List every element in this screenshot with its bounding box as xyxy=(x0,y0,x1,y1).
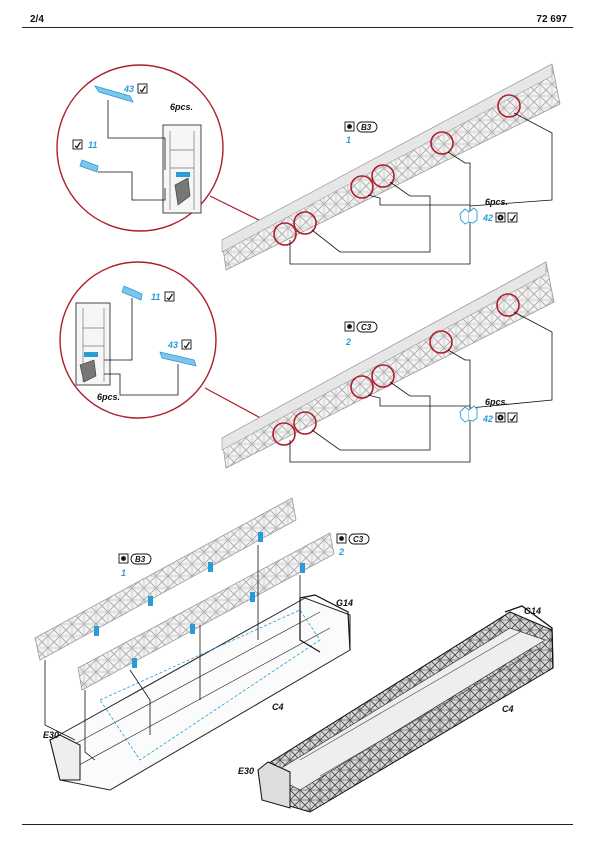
step1-pcs: 6pcs. xyxy=(485,197,508,207)
result-g14: G14 xyxy=(524,606,541,616)
step1-part-42: 42 xyxy=(482,213,493,223)
step1-part-b3: B3 xyxy=(361,123,372,132)
step2-pcs: 6pcs. xyxy=(485,397,508,407)
step2-inset-part-43: 43 xyxy=(167,340,178,350)
step3-b3: B3 xyxy=(135,555,146,564)
step2-inset xyxy=(59,261,217,419)
glue-icon xyxy=(507,212,518,223)
top-rule xyxy=(22,27,573,28)
step1-inset xyxy=(56,64,224,232)
step3-e30: E30 xyxy=(43,730,59,740)
step2-qty: 2 xyxy=(345,337,351,347)
step3-assembly xyxy=(34,497,351,791)
result-c4: C4 xyxy=(502,704,514,714)
bottom-rule xyxy=(22,824,573,825)
hinge-icon xyxy=(459,207,478,225)
photo-etch-icon xyxy=(344,321,355,332)
step2-leader-lines xyxy=(289,311,553,463)
step1-frame xyxy=(221,63,561,271)
kit-number: 72 697 xyxy=(536,14,567,25)
step1-qty: 1 xyxy=(346,135,351,145)
step2-inset-pcs: 6pcs. xyxy=(97,392,120,402)
step1-inset-part-43: 43 xyxy=(123,84,134,94)
step2-part-c3: C3 xyxy=(361,323,372,332)
page-number: 2/4 xyxy=(30,14,44,25)
bend-icon xyxy=(495,412,506,423)
glue-icon xyxy=(72,139,83,150)
step3-c4: C4 xyxy=(272,702,284,712)
step3-c3-qty: 2 xyxy=(338,547,344,557)
step2-inset-part-11: 11 xyxy=(151,292,160,302)
step3-g14: G14 xyxy=(336,598,353,608)
step3-c3: C3 xyxy=(353,535,364,544)
step3-b3-qty: 1 xyxy=(121,568,126,578)
result-e30: E30 xyxy=(238,766,254,776)
photo-etch-icon xyxy=(336,533,347,544)
photo-etch-icon xyxy=(344,121,355,132)
step1-inset-part-11: 11 xyxy=(88,140,97,150)
step1-detail-circles xyxy=(273,94,521,246)
step1-inset-pcs: 6pcs. xyxy=(170,102,193,112)
step2-frame xyxy=(221,261,555,469)
glue-icon xyxy=(181,339,192,350)
photo-etch-icon xyxy=(118,553,129,564)
step2-detail-circles xyxy=(272,293,520,446)
finished-hull xyxy=(257,605,554,813)
hinge-icon xyxy=(459,405,478,423)
glue-icon xyxy=(507,412,518,423)
bend-icon xyxy=(495,212,506,223)
glue-icon xyxy=(164,291,175,302)
glue-icon xyxy=(137,83,148,94)
step1-leader-lines xyxy=(289,112,553,265)
step2-part-42: 42 xyxy=(482,414,493,424)
